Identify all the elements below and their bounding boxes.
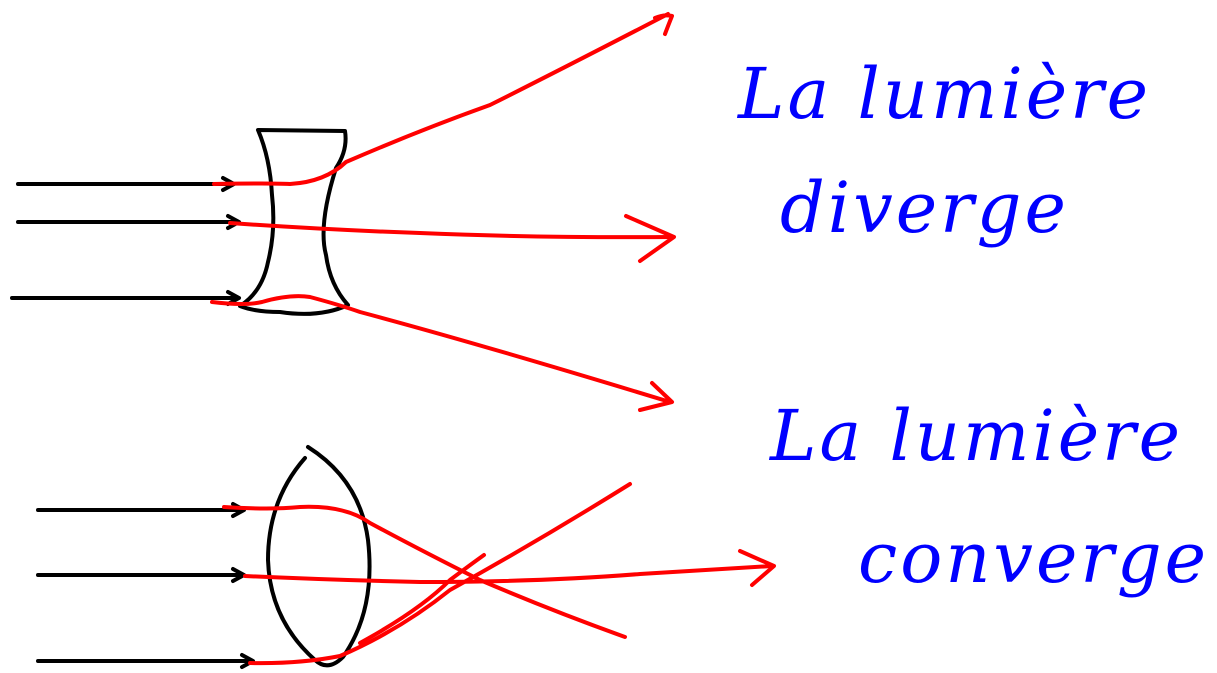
converging-ray-bottom bbox=[248, 482, 632, 666]
diverging-lens-diagram bbox=[10, 12, 676, 412]
diverging-ray-top-arrowhead bbox=[653, 13, 674, 36]
converging-lens-diagram bbox=[36, 445, 776, 669]
convex-lens bbox=[266, 445, 372, 668]
diverge-caption-line2: diverge bbox=[780, 167, 1069, 249]
diverge-caption: La lumière diverge bbox=[736, 53, 1151, 249]
diverging-ray-bottom bbox=[210, 294, 672, 404]
converging-ray-middle-arrowhead bbox=[738, 549, 776, 587]
converging-ray-top bbox=[222, 504, 627, 639]
converging-ray-middle bbox=[243, 564, 774, 584]
diverge-caption-line1: La lumière bbox=[736, 53, 1151, 135]
diverging-ray-middle-arrowhead bbox=[624, 214, 676, 263]
converge-caption-line1: La lumière bbox=[768, 395, 1183, 477]
converging-ray-short-stroke bbox=[358, 553, 486, 645]
diverging-ray-middle bbox=[228, 221, 674, 240]
converge-caption: La lumière converge bbox=[768, 395, 1209, 599]
diverging-ray-top bbox=[212, 12, 670, 186]
incident-ray-6-arrowhead bbox=[240, 653, 255, 669]
concave-lens bbox=[238, 128, 350, 316]
diverging-ray-bottom-arrowhead bbox=[638, 381, 674, 412]
converge-caption-line2: converge bbox=[858, 517, 1209, 599]
